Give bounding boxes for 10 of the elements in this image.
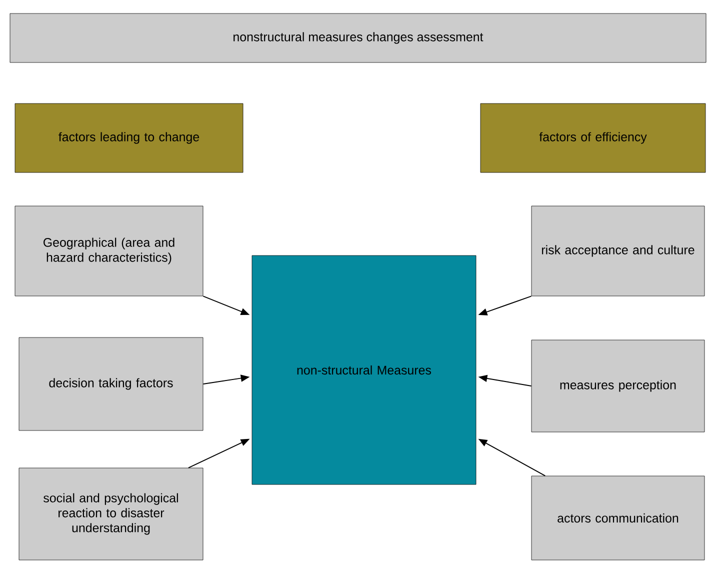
factor-box: actors communication xyxy=(531,476,705,560)
factor-box: Geographical (area and hazard characteristics) xyxy=(14,206,204,296)
heading-box: factors leading to change xyxy=(14,103,244,173)
factor-box: risk acceptance and culture xyxy=(531,206,705,296)
heading-box: factors of efficiency xyxy=(480,103,706,173)
factor-box: social and psychological reaction to disaster understanding xyxy=(18,468,204,560)
factor-box: decision taking factors xyxy=(18,337,204,431)
title-box: nonstructural measures changes assessment xyxy=(10,13,706,63)
central-box: non-structural Measures xyxy=(252,255,476,485)
factor-box: measures perception xyxy=(531,340,705,432)
